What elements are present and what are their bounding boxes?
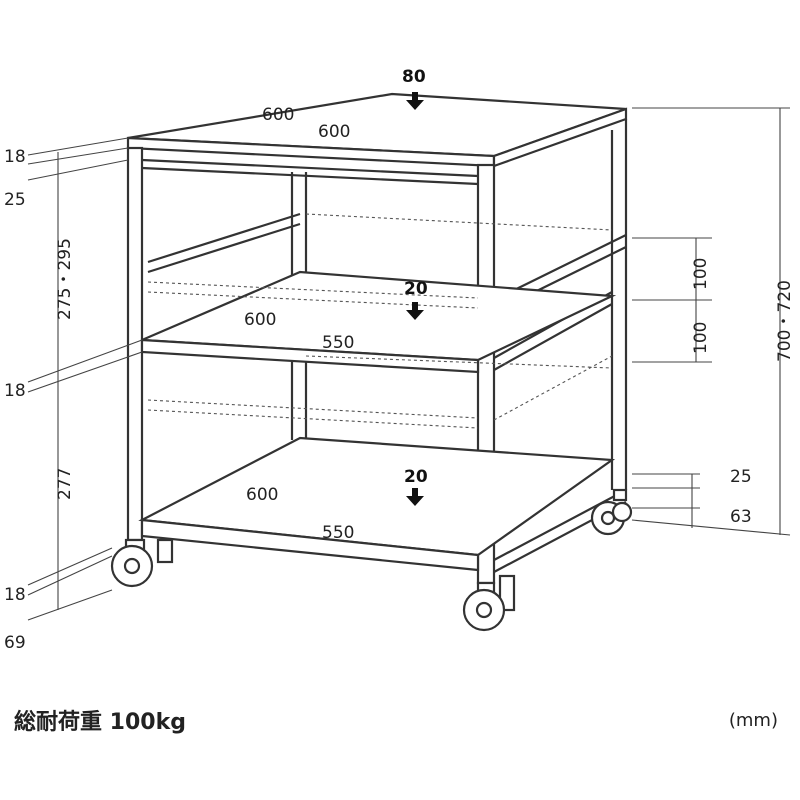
- dim-total-height: 700・720: [775, 280, 795, 362]
- back-upper-rail: [147, 212, 301, 274]
- load-capacity-label: 総耐荷重 100kg: [14, 710, 186, 735]
- inner-frame-top: [141, 158, 479, 186]
- dim-top-thickness: 18: [4, 147, 26, 167]
- middle-depth-label: 600: [244, 310, 276, 330]
- bottom-depth-label: 600: [246, 485, 278, 505]
- bottom-load-label: 20: [404, 467, 428, 487]
- cart-frame: [126, 92, 628, 585]
- arrow-down-icon: [406, 488, 424, 506]
- bottom-shelf-front-edge: [140, 518, 480, 572]
- shelf-position-upper: [147, 213, 613, 309]
- caster-back-right: [590, 488, 633, 536]
- dim-bottom-thickness: 18: [4, 585, 26, 605]
- middle-shelf-front-edge: [140, 338, 480, 374]
- dim-pitch-lower: 100: [691, 322, 711, 354]
- load-arrows: [406, 92, 424, 506]
- top-load-label: 80: [402, 67, 426, 87]
- right-side-rails: [493, 234, 627, 371]
- dim-caster-height: 69: [4, 633, 26, 653]
- dim-lower-space: 277: [55, 468, 75, 500]
- dim-pitch-upper: 100: [691, 258, 711, 290]
- dim-bottom-height: 63: [730, 507, 752, 527]
- middle-load-label: 20: [404, 279, 428, 299]
- dim-shelf-thickness: 18: [4, 381, 26, 401]
- top-depth-label: 600: [262, 105, 294, 125]
- bottom-width-label: 550: [322, 523, 354, 543]
- right-dimension-lines: [631, 107, 791, 536]
- back-right-post: [610, 119, 628, 490]
- casters: [110, 488, 633, 632]
- dim-upper-space: 275・295: [55, 238, 75, 320]
- caster-back-left: [156, 538, 174, 564]
- arrow-down-icon: [406, 302, 424, 320]
- left-dimension-lines: [27, 137, 143, 621]
- unit-label: (mm): [728, 710, 778, 731]
- arrow-down-icon: [406, 92, 424, 110]
- top-width-label: 600: [318, 122, 350, 142]
- caster-front-right: [462, 574, 516, 632]
- dim-top-gap: 25: [4, 190, 26, 210]
- caster-front-left: [110, 538, 154, 588]
- middle-width-label: 550: [322, 333, 354, 353]
- dim-bottom-gap: 25: [730, 467, 752, 487]
